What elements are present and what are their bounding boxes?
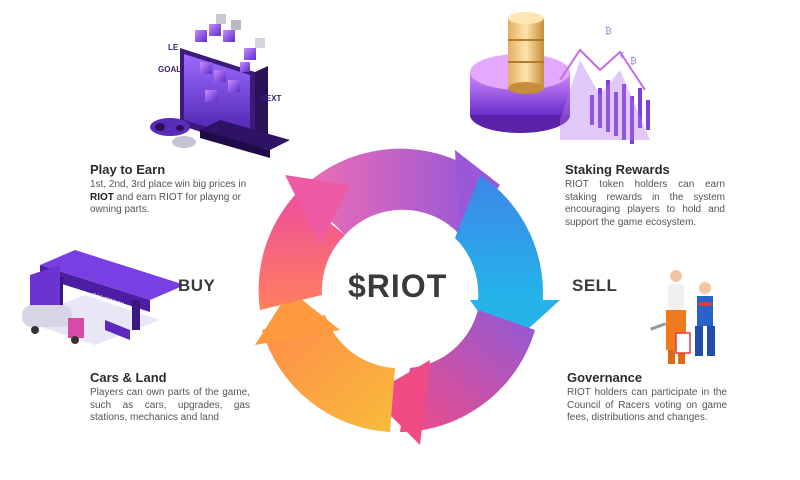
- play-to-earn-description: 1st, 2nd, 3rd place win big prices in RI…: [90, 179, 247, 215]
- staking-rewards-block: Staking Rewards RIOT token holders can e…: [565, 162, 725, 229]
- staking-rewards-title: Staking Rewards: [565, 162, 670, 177]
- sell-label: SELL: [572, 276, 618, 295]
- staking-rewards-description: RIOT token holders can earn staking rewa…: [565, 179, 725, 228]
- arrow-head-upper-left: [285, 175, 350, 245]
- ring-segment-top: [300, 148, 475, 235]
- play-to-earn-title: Play to Earn: [90, 162, 166, 177]
- arrow-head-left: [255, 290, 340, 345]
- governance-description: RIOT holders can participate in the Coun…: [567, 387, 727, 423]
- ring-segment-bottom: [400, 310, 535, 432]
- ring-segment-left-bottom: [262, 315, 395, 432]
- riot-bold-text: RIOT: [90, 191, 114, 203]
- governance-title: Governance: [567, 370, 643, 385]
- ring-segment-right: [455, 175, 544, 310]
- center-token-label: $RIOT: [348, 268, 448, 304]
- cars-land-block: Cars & Land Players can own parts of the…: [90, 370, 250, 425]
- governance-block: Governance RIOT holders can participate …: [567, 370, 727, 425]
- play-to-earn-block: Play to Earn 1st, 2nd, 3rd place win big…: [90, 162, 250, 217]
- cars-land-title: Cars & Land: [90, 370, 167, 385]
- cars-land-description: Players can own parts of the game, such …: [90, 387, 250, 423]
- arrow-head-bottom: [370, 360, 430, 445]
- buy-label: BUY: [178, 276, 216, 295]
